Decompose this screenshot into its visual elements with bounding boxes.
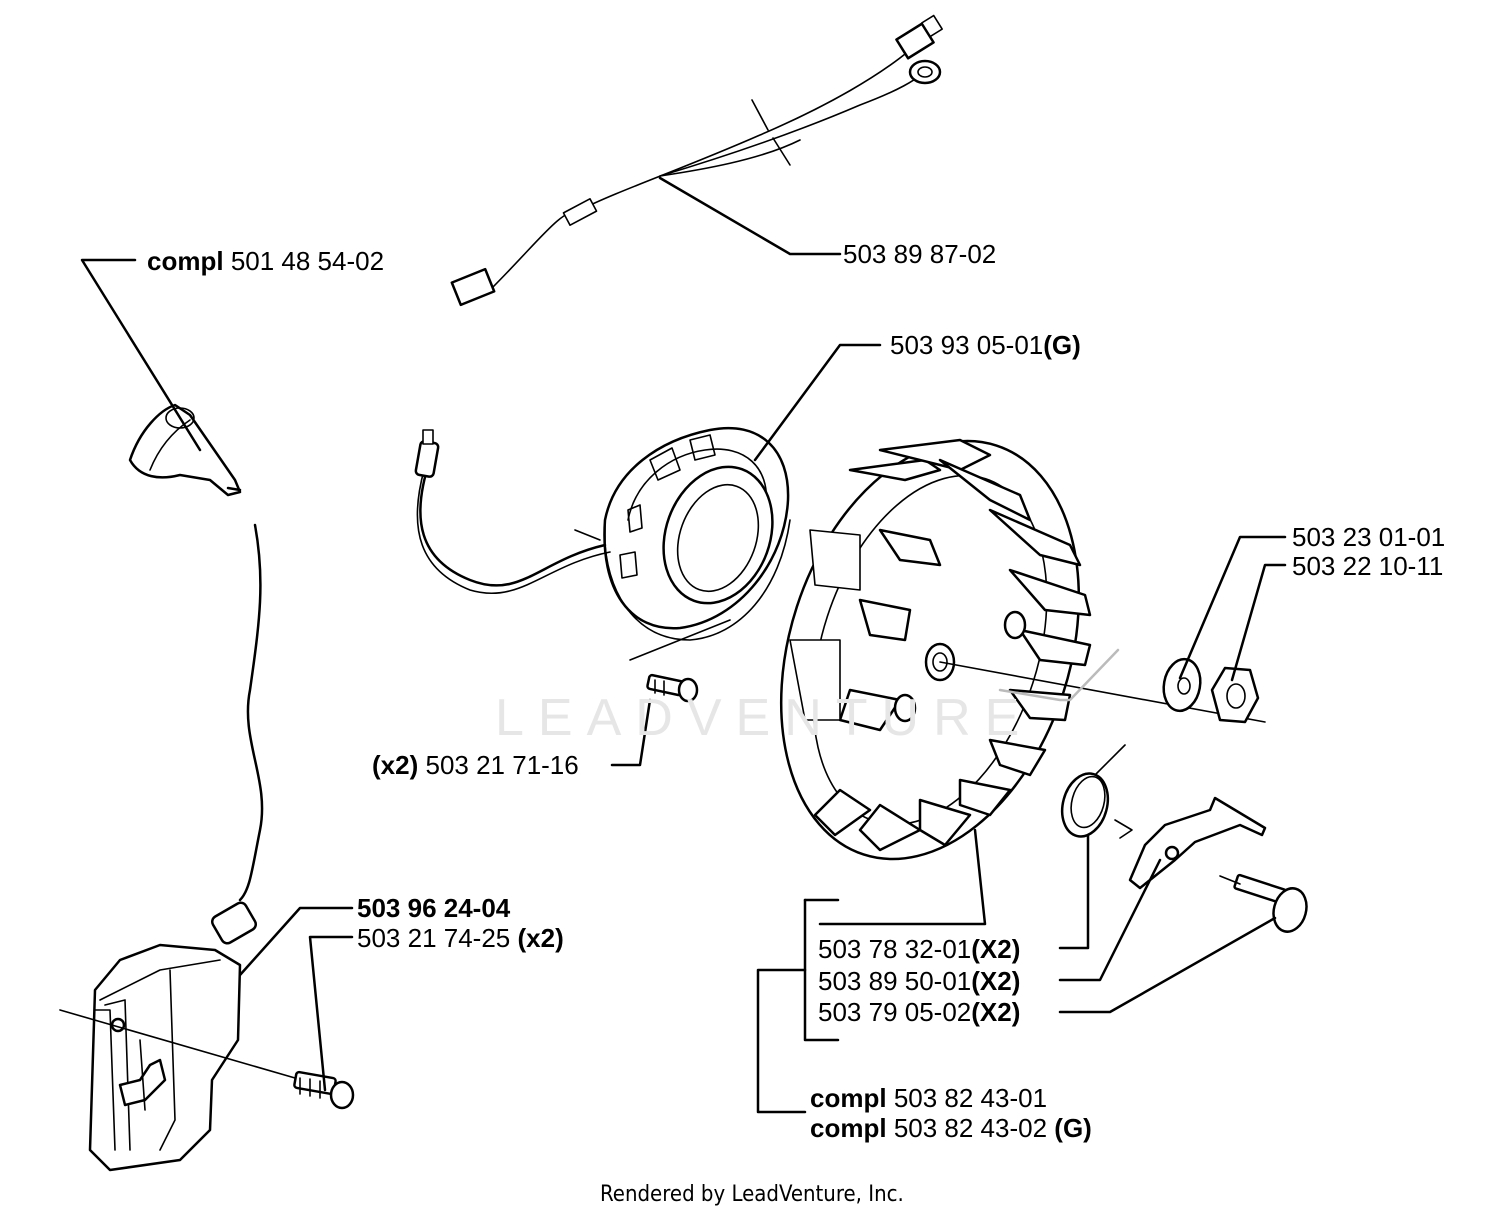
wiring-harness [450,14,943,307]
label-compl-b: compl 503 82 43-02 (G) [810,1113,1092,1143]
label-stator: 503 93 05-01(G) [890,330,1081,360]
label-flywheel-b: 503 89 50-01(X2) [818,966,1021,996]
label-compl-a: compl 503 82 43-01 [810,1083,1048,1113]
label-stator-screw: (x2) 503 21 71-16 [372,750,579,780]
label-harness: 503 89 87-02 [843,239,997,269]
footer-credit: Rendered by LeadVenture, Inc. [600,1182,904,1207]
label-flywheel-a: 503 78 32-01(X2) [818,934,1021,964]
label-flywheel-c: 503 79 05-02(X2) [818,997,1021,1027]
label-washer: 503 23 01-01 [1292,522,1446,552]
stator-screw [646,673,699,703]
ignition-module [59,901,296,1172]
label-nut: 503 22 10-11 [1292,551,1444,581]
spark-plug-cap [128,403,242,497]
watermark: LEADVENTURE [495,689,1034,747]
label-module: 503 96 24-04 [357,893,511,923]
flywheel [779,438,1266,861]
nut [1210,666,1260,724]
ignition-lead [238,523,264,902]
stator-coil [414,426,791,661]
label-module-screw: 503 21 74-25 (x2) [357,923,564,953]
pawl-pin [1219,873,1308,933]
washer [1162,657,1202,713]
leader-lines [80,176,1287,1114]
pawl-spring [1060,744,1133,839]
pawl [1128,796,1267,890]
label-spark-cap: compl 501 48 54-02 [147,246,385,276]
